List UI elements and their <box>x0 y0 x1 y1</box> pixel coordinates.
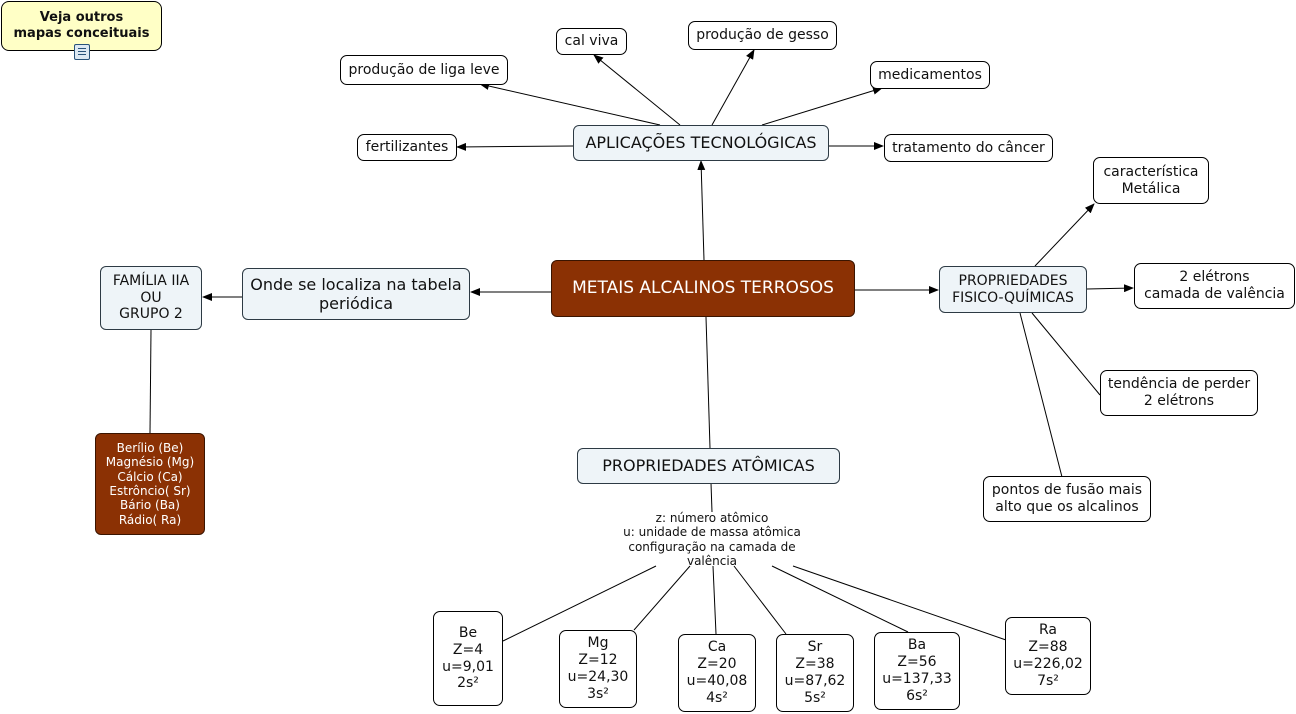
link-center-aplicacoes <box>697 160 706 261</box>
link-fq-fusao <box>1019 312 1063 478</box>
link-legend-mg <box>633 565 691 631</box>
link-center-propat <box>705 316 711 449</box>
document-icon[interactable] <box>74 44 90 60</box>
node-caracteristica-metalica[interactable]: característica Metálica <box>1093 157 1209 204</box>
node-ra[interactable]: Ra Z=88 u=226,02 7s² <box>1005 617 1091 695</box>
node-cal-viva[interactable]: cal viva <box>556 28 627 55</box>
link-apl-medicamentos <box>761 86 883 126</box>
node-metais-alcalinos-terrosos[interactable]: METAIS ALCALINOS TERROSOS <box>551 260 855 317</box>
node-medicamentos[interactable]: medicamentos <box>870 61 990 89</box>
node-ca[interactable]: Ca Z=20 u=40,08 4s² <box>678 634 756 712</box>
node-propriedades-atomicas[interactable]: PROPRIEDADES ATÔMICAS <box>577 448 840 484</box>
link-apl-cal <box>593 54 681 126</box>
link-propat-legend <box>710 482 713 513</box>
link-legend-ba <box>771 565 909 633</box>
node-ba[interactable]: Ba Z=56 u=137,33 6s² <box>874 632 960 710</box>
node-2-eletrons-camada[interactable]: 2 elétrons camada de valência <box>1134 263 1295 309</box>
link-legend-be <box>502 565 657 642</box>
node-familia-iia[interactable]: FAMÍLIA IIA OU GRUPO 2 <box>100 266 202 330</box>
link-legend-sr <box>733 565 787 635</box>
link-apl-liga <box>479 82 661 126</box>
node-propriedades-fisico-quimicas[interactable]: PROPRIEDADES FISICO-QUÍMICAS <box>939 266 1087 313</box>
node-onde-se-localiza[interactable]: Onde se localiza na tabela periódica <box>242 268 470 320</box>
link-familia-elementos <box>149 329 152 434</box>
node-be[interactable]: Be Z=4 u=9,01 2s² <box>433 611 503 706</box>
link-fq-metalica <box>1034 203 1095 267</box>
link-legend-ca <box>712 565 717 635</box>
other-maps-note[interactable]: Veja outros mapas conceituais <box>1 1 162 51</box>
link-fq-tendencia <box>1031 312 1101 396</box>
link-legend-ra <box>792 565 1007 641</box>
link-apl-fertilizantes <box>456 142 574 151</box>
node-elementos-lista[interactable]: Berílio (Be) Magnésio (Mg) Cálcio (Ca) E… <box>95 433 205 535</box>
node-tendencia-perder[interactable]: tendência de perder 2 elétrons <box>1100 370 1258 416</box>
node-sr[interactable]: Sr Z=38 u=87,62 5s² <box>776 634 854 712</box>
link-fq-eletrons <box>1086 284 1134 293</box>
node-mg[interactable]: Mg Z=12 u=24,30 3s² <box>559 630 637 708</box>
link-apl-gesso <box>711 49 755 126</box>
node-producao-gesso[interactable]: produção de gesso <box>688 21 837 50</box>
node-pontos-fusao[interactable]: pontos de fusão mais alto que os alcalin… <box>983 476 1151 522</box>
node-producao-liga-leve[interactable]: produção de liga leve <box>340 55 508 85</box>
node-tratamento-cancer[interactable]: tratamento do câncer <box>884 134 1053 162</box>
node-aplicacoes-tecnologicas[interactable]: APLICAÇÕES TECNOLÓGICAS <box>573 125 829 161</box>
node-fertilizantes[interactable]: fertilizantes <box>357 134 457 161</box>
legend-text: z: número atômico u: unidade de massa at… <box>623 511 801 569</box>
